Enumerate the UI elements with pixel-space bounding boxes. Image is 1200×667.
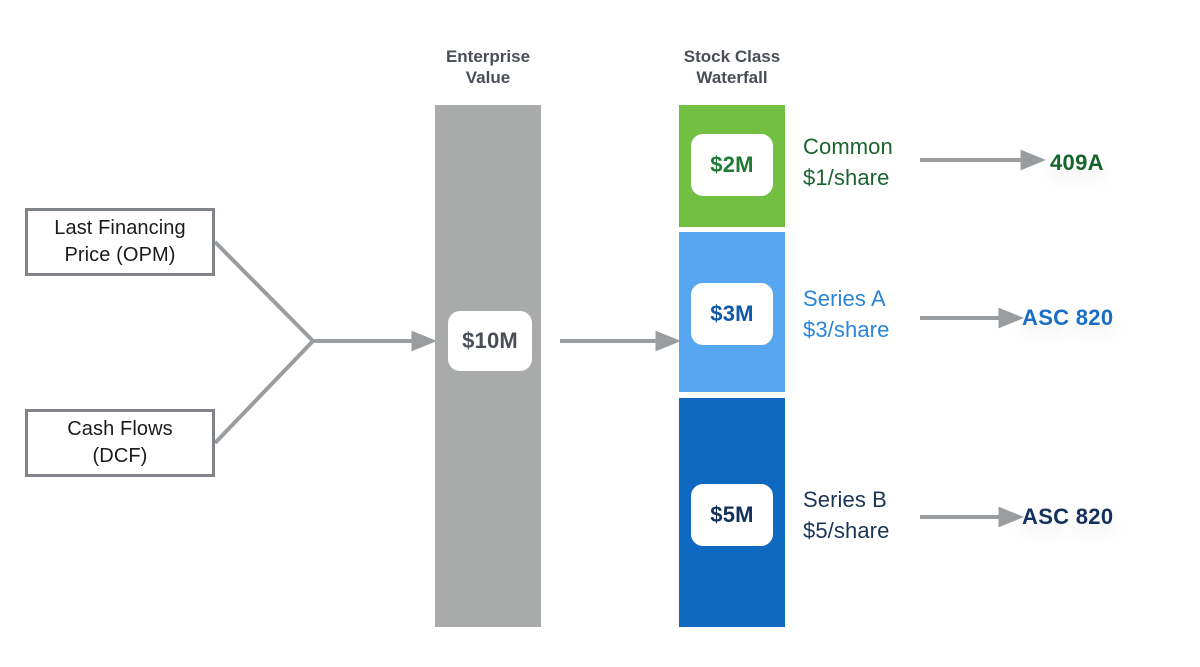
waterfall-badge-series-a: $3M <box>691 283 773 345</box>
header-stock-class-waterfall: Stock Class Waterfall <box>683 47 781 87</box>
waterfall-badge-series-b: $5M <box>691 484 773 546</box>
connector-opm-to-junction <box>213 240 315 343</box>
class-label-common: Common $1/share <box>803 134 893 190</box>
input-box-last-financing-price[interactable]: Last Financing Price (OPM) <box>25 208 215 276</box>
standard-label-asc820-series-a: ASC 820 <box>1022 305 1114 330</box>
class-label-series-a: Series A $3/share <box>803 286 890 342</box>
input-box-cash-flows[interactable]: Cash Flows (DCF) <box>25 409 215 477</box>
waterfall-badge-common: $2M <box>691 134 773 196</box>
standard-label-409a: 409A <box>1050 150 1104 175</box>
connector-dcf-to-junction <box>213 339 315 445</box>
enterprise-value-badge: $10M <box>448 311 532 371</box>
header-enterprise-value: Enterprise Value <box>445 47 531 87</box>
input-box-dcf-label: Cash Flows (DCF) <box>67 418 173 467</box>
input-box-opm-label: Last Financing Price (OPM) <box>54 217 186 266</box>
standard-label-asc820-series-b: ASC 820 <box>1022 504 1114 529</box>
class-label-series-b: Series B $5/share <box>803 487 890 543</box>
